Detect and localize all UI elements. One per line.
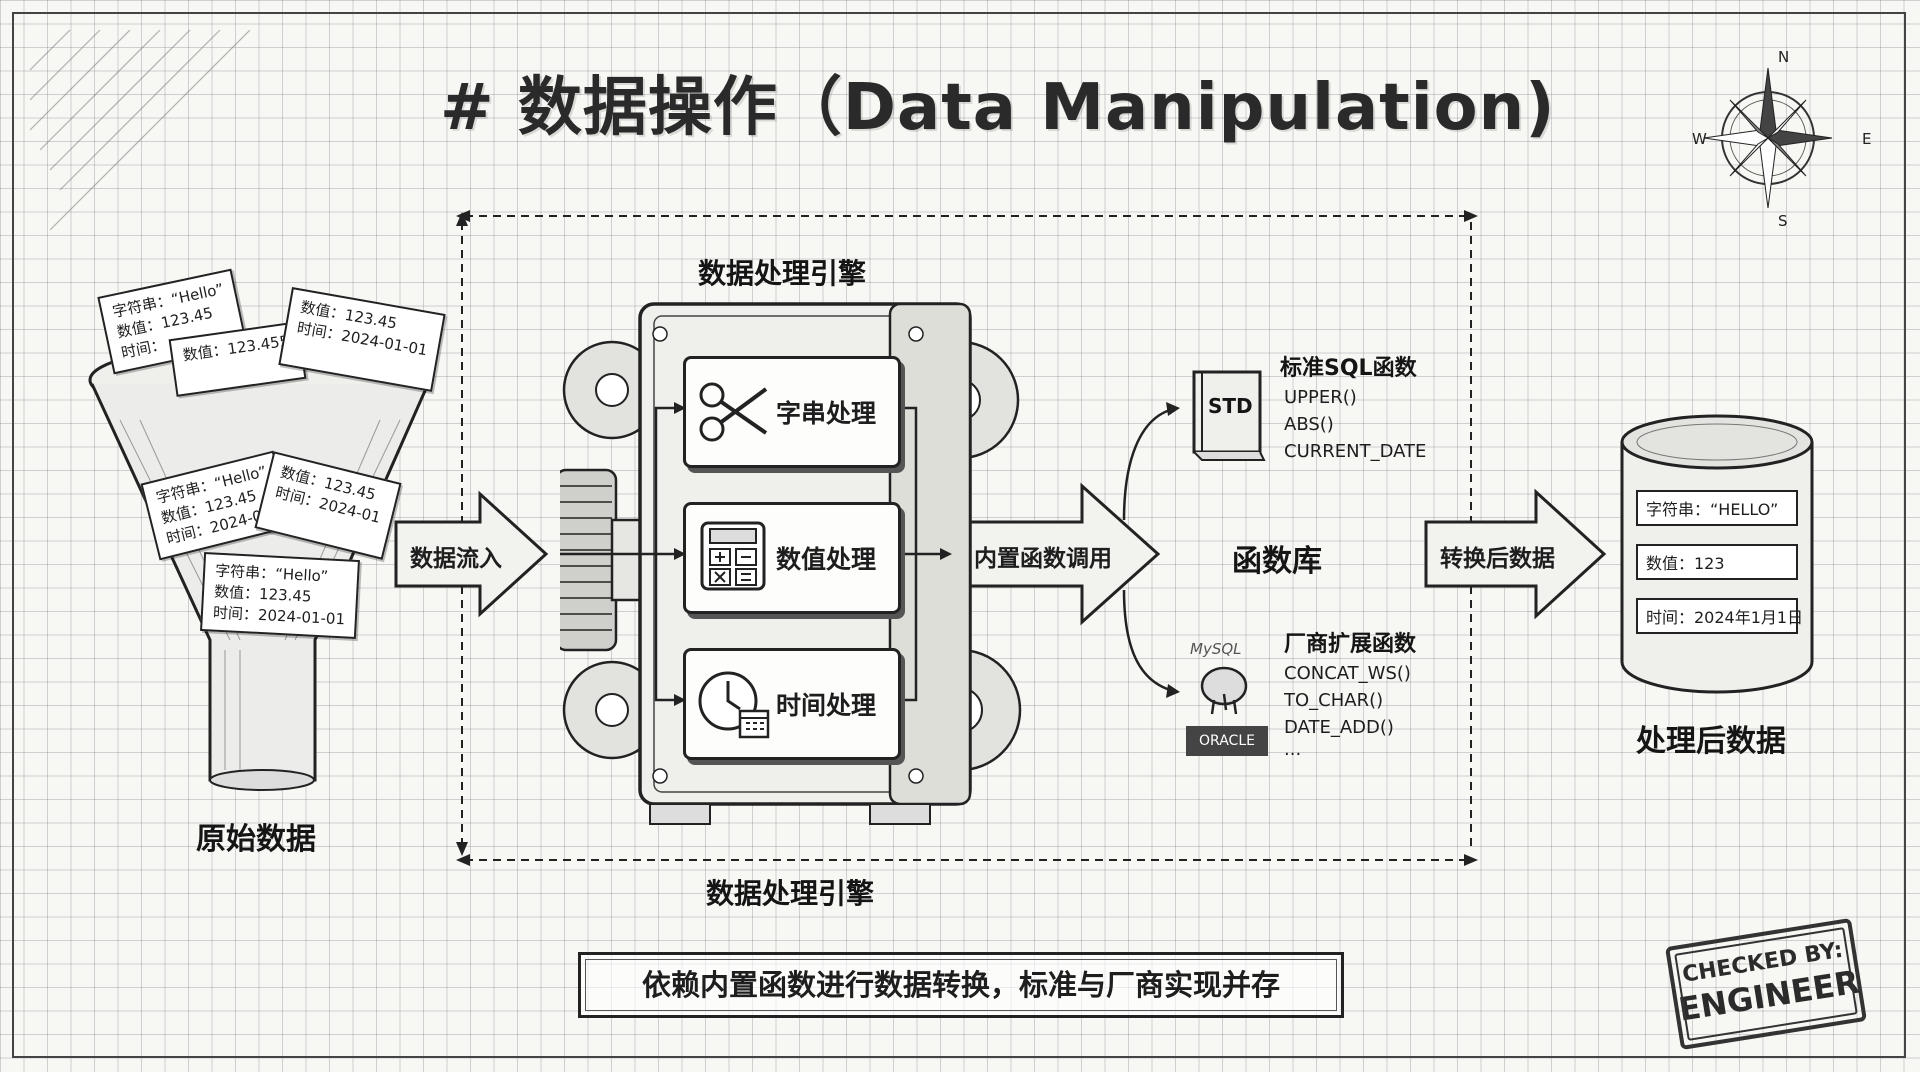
- time-module: 时间处理: [683, 648, 901, 760]
- std-book-icon: [1192, 370, 1266, 461]
- vendor-fn: CONCAT_WS(): [1284, 663, 1411, 684]
- vendor-fn: DATE_ADD(): [1284, 717, 1394, 738]
- scissors-icon: [699, 382, 768, 442]
- compass-icon: [1703, 67, 1833, 209]
- string-module: 字串处理: [683, 356, 901, 468]
- function-library-label: 函数库: [1232, 544, 1322, 579]
- std-badge: STD: [1208, 394, 1253, 418]
- flow-in-label: 数据流入: [410, 546, 502, 572]
- output-string-item: 字符串：“HELLO”: [1636, 490, 1798, 526]
- output-number-item: 数值：123: [1636, 544, 1798, 580]
- raw-data-label: 原始数据: [196, 822, 316, 857]
- engine-label-top: 数据处理引擎: [698, 257, 867, 290]
- string-module-label: 字串处理: [776, 399, 877, 428]
- vendor-ext-title: 厂商扩展函数: [1284, 632, 1417, 657]
- mysql-logo: MySQL: [1190, 640, 1242, 658]
- summary-banner: 依赖内置函数进行数据转换，标准与厂商实现并存: [578, 952, 1344, 1018]
- standard-fn: ABS(): [1284, 414, 1334, 435]
- calculator-icon: [700, 521, 766, 591]
- standard-fn: CURRENT_DATE: [1284, 441, 1427, 462]
- converted-label: 转换后数据: [1440, 546, 1555, 572]
- clock-calendar-icon: [698, 671, 770, 739]
- standard-sql-title: 标准SQL函数: [1280, 356, 1417, 381]
- compass-w: W: [1692, 130, 1707, 148]
- standard-fn: UPPER(): [1284, 387, 1357, 408]
- oracle-logo: ORACLE: [1186, 726, 1268, 756]
- postgres-elephant-icon: [1200, 666, 1248, 715]
- page-title: # 数据操作（Data Manipulation): [440, 71, 1556, 145]
- vendor-fn: TO_CHAR(): [1284, 690, 1384, 711]
- compass-s: S: [1778, 212, 1788, 230]
- outer-frame: [12, 12, 1906, 1058]
- processed-data-label: 处理后数据: [1636, 724, 1786, 759]
- builtin-call-label: 内置函数调用: [974, 546, 1112, 572]
- compass-n: N: [1778, 48, 1790, 66]
- corner-hatch: [30, 30, 250, 230]
- number-module-label: 数值处理: [776, 545, 877, 574]
- engine-label-bottom: 数据处理引擎: [706, 877, 875, 910]
- output-time-item: 时间：2024年1月1日: [1636, 598, 1803, 634]
- time-module-label: 时间处理: [776, 691, 877, 720]
- compass-e: E: [1862, 130, 1872, 148]
- vendor-fn: ...: [1284, 739, 1302, 760]
- number-module: 数值处理: [683, 502, 901, 614]
